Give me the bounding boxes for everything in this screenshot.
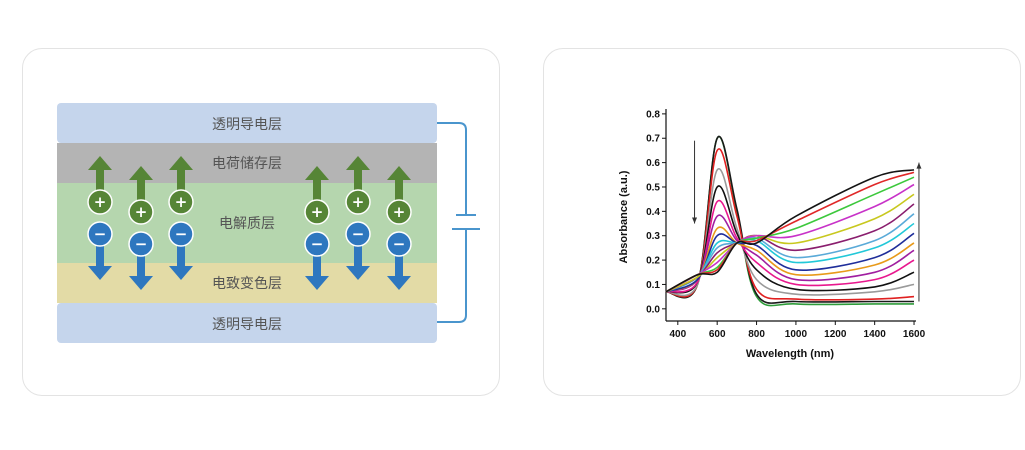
absorbance-chart-panel: 400 600 800 1000 1200 1400 1600 0.0 0.1 0.2 0.3 0.4… (543, 48, 1021, 396)
positive-ion-icon (304, 199, 330, 225)
layer-label-electrochromic: 电致变色层 (212, 275, 282, 292)
negative-ion-icon (128, 231, 154, 257)
negative-ion-arrow (387, 244, 411, 290)
negative-ion-arrow (88, 234, 112, 280)
plus-sign: + (135, 203, 148, 221)
chart-arrows (692, 140, 922, 302)
chart-series-group (665, 135, 915, 307)
minus-sign: − (393, 235, 406, 253)
series-line (665, 135, 914, 307)
negative-ion-arrow (169, 234, 193, 280)
layer-label-electrolyte: 电解质层 (219, 216, 275, 232)
chart-axes: 400 600 800 1000 1200 1400 1600 0.0 0.1 0.2 0.3 0.4… (646, 109, 926, 340)
electrochromic-device-diagram: 透明导电层 电荷储存层 电解质层 电致变色层 透明导电层 +−+−+−+−+−+… (57, 103, 480, 343)
x-tick-label: 800 (748, 329, 765, 340)
series-line (665, 183, 915, 293)
plus-sign: + (311, 203, 324, 221)
absorbance-spectra-chart: 400 600 800 1000 1200 1400 1600 0.0 0.1 0.2 0.3 0.4… (618, 109, 926, 360)
layer-electrochromic (57, 263, 437, 303)
positive-ion-arrow (387, 166, 411, 212)
plus-sign: + (175, 193, 188, 211)
layer-electrolyte (57, 183, 437, 263)
minus-sign: − (94, 225, 107, 243)
positive-ion-arrow (305, 166, 329, 212)
positive-ion-arrow (88, 156, 112, 202)
x-tick-label: 1600 (903, 329, 926, 340)
decrease-arrow (692, 140, 698, 224)
series-line (665, 193, 915, 293)
minus-sign: − (175, 225, 188, 243)
y-tick-label: 0.5 (646, 182, 660, 193)
y-tick-label: 0.1 (646, 280, 660, 291)
positive-ion-icon (87, 189, 113, 215)
minus-sign: − (311, 235, 324, 253)
x-tick-label: 600 (709, 329, 726, 340)
minus-sign: − (352, 225, 365, 243)
negative-ion-icon (87, 221, 113, 247)
y-tick-label: 0.6 (646, 158, 660, 169)
positive-ion-icon (128, 199, 154, 225)
layer-ion-storage (57, 143, 437, 183)
positive-ion-icon (386, 199, 412, 225)
ion-group: + − + − + − + − + − + − (87, 156, 412, 290)
negative-ion-icon (345, 221, 371, 247)
x-tick-label: 400 (669, 329, 686, 340)
plus-sign: + (352, 193, 365, 211)
negative-ion-icon (386, 231, 412, 257)
y-tick-label: 0.3 (646, 231, 660, 242)
positive-ion-icon (168, 189, 194, 215)
y-tick-label: 0.2 (646, 256, 660, 267)
x-tick-label: 1400 (864, 329, 887, 340)
positive-ion-arrow (129, 166, 153, 212)
layer-label-ion-storage: 电荷储存层 (212, 156, 282, 172)
device-diagram-panel: 透明导电层 电荷储存层 电解质层 电致变色层 透明导电层 +−+−+−+−+−+… (22, 48, 500, 396)
positive-ion-arrow (346, 156, 370, 202)
y-tick-label: 0.4 (646, 207, 660, 218)
series-line (665, 169, 915, 293)
plus-sign: + (393, 203, 406, 221)
x-tick-label: 1000 (785, 329, 808, 340)
x-tick-label: 1200 (824, 329, 847, 340)
circuit-wire (437, 122, 480, 323)
increase-arrow (916, 162, 922, 302)
layer-label-bottom-electrode: 透明导电层 (212, 317, 282, 333)
positive-ion-arrow (169, 156, 193, 202)
negative-ion-arrow (129, 244, 153, 290)
layer-label-top-electrode: 透明导电层 (212, 117, 282, 133)
negative-ion-arrow (346, 234, 370, 280)
series-line (665, 176, 915, 293)
y-tick-label: 0.8 (646, 109, 660, 120)
y-tick-label: 0.7 (646, 134, 660, 145)
x-axis-label: Wavelength (nm) (746, 348, 835, 360)
negative-ion-arrow (305, 244, 329, 290)
minus-sign: − (135, 235, 148, 253)
y-axis-label: Absorbance (a.u.) (618, 170, 630, 263)
negative-ion-icon (168, 221, 194, 247)
y-tick-label: 0.0 (646, 304, 660, 315)
layer-top-electrode (57, 103, 437, 143)
plus-sign: + (94, 193, 107, 211)
layer-bottom-electrode (57, 303, 437, 343)
positive-ion-icon (345, 189, 371, 215)
series-line (665, 168, 915, 297)
negative-ion-icon (304, 231, 330, 257)
